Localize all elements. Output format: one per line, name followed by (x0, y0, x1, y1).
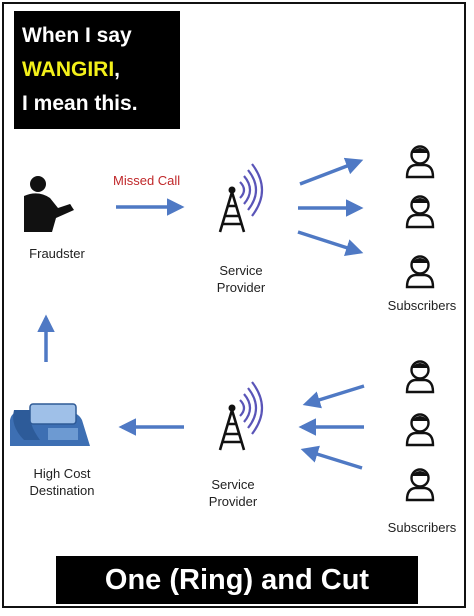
title-line-2: WANGIRI, (22, 53, 172, 87)
service-provider-bottom-label: Service Provider (188, 476, 278, 510)
caption-box: One (Ring) and Cut (56, 556, 418, 604)
missed-call-label: Missed Call (113, 173, 181, 188)
subscriber-top-2-icon (405, 195, 435, 229)
arrow-provider-to-sub-1 (299, 157, 364, 186)
fraudster-icon (24, 176, 74, 232)
title-comma: , (114, 58, 121, 81)
subscribers-top-label: Subscribers (387, 298, 457, 313)
image-frame (2, 2, 466, 608)
caption-text: One (Ring) and Cut (104, 563, 370, 596)
subscribers-bottom-label: Subscribers (387, 520, 457, 535)
wangiri-term: WANGIRI (22, 58, 115, 81)
arrow-sub-3-to-provider (300, 445, 363, 470)
high-cost-line-1: High Cost (33, 466, 91, 481)
arrow-provider-to-sub-3 (297, 230, 364, 257)
title-box: When I say WANGIRI, I mean this. (14, 11, 180, 129)
service-provider-top-line-2: Provider (216, 280, 266, 295)
high-cost-line-2: Destination (29, 483, 95, 498)
subscriber-top-1-icon (405, 145, 435, 179)
service-provider-bottom-line-2: Provider (208, 494, 258, 509)
high-cost-phone-icon (10, 403, 90, 446)
service-provider-top-line-1: Service (219, 263, 263, 278)
subscriber-bottom-2-icon (405, 413, 435, 447)
service-provider-bottom-line-1: Service (211, 477, 255, 492)
high-cost-destination-label: High Cost Destination (8, 465, 116, 499)
subscriber-bottom-3-icon (405, 468, 435, 502)
fraudster-label: Fraudster (29, 246, 85, 261)
title-line-1: When I say (22, 24, 132, 47)
service-provider-top-icon (218, 162, 264, 234)
service-provider-bottom-icon (218, 380, 264, 452)
arrow-sub-1-to-provider (302, 384, 365, 409)
subscriber-top-3-icon (405, 255, 435, 289)
service-provider-top-label: Service Provider (196, 262, 286, 296)
subscriber-bottom-1-icon (405, 360, 435, 394)
title-line-3: I mean this. (22, 92, 138, 115)
